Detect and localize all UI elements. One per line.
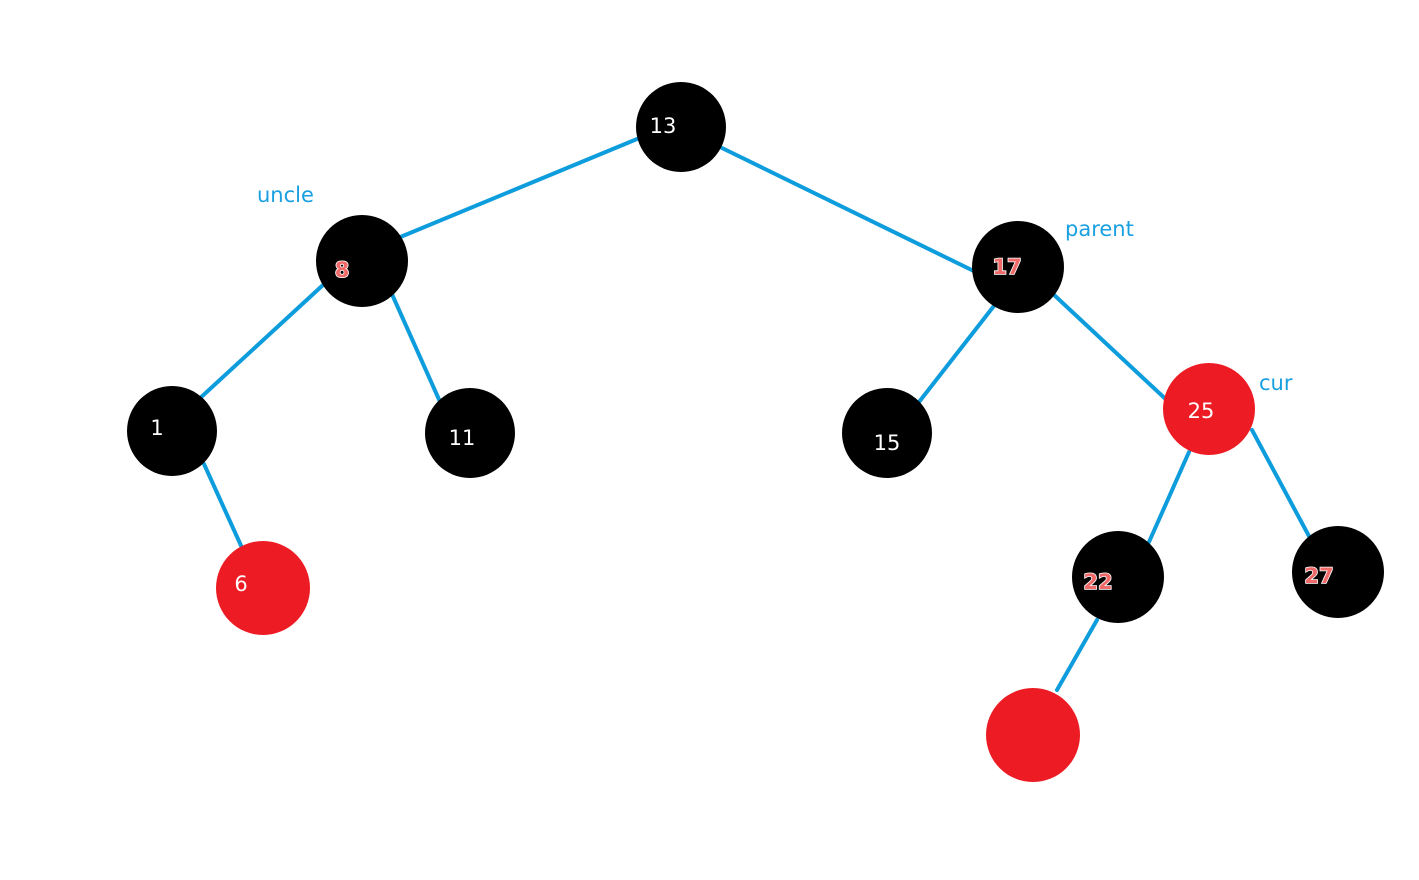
node-label-8: 8 xyxy=(335,258,350,282)
uncle-annotation: uncle xyxy=(257,183,314,207)
node-label-13: 13 xyxy=(650,114,677,138)
node-circle-8 xyxy=(316,215,408,307)
node-label-11: 11 xyxy=(449,426,476,450)
edge-n1-n6 xyxy=(202,462,245,552)
node-circle-25 xyxy=(1163,363,1255,455)
node-label-17: 17 xyxy=(992,255,1021,279)
edge-n13-n17 xyxy=(720,146,988,279)
tree-node-new xyxy=(986,688,1080,782)
edge-n17-n15 xyxy=(917,300,999,404)
node-circle-11 xyxy=(425,388,515,478)
edge-n22-nNew xyxy=(1055,618,1099,692)
node-label-25: 25 xyxy=(1188,399,1215,423)
tree-node-25: 25 xyxy=(1163,363,1255,455)
node-circle-15 xyxy=(842,388,932,478)
tree-node-1: 1 xyxy=(127,386,217,476)
tree-node-6: 6 xyxy=(216,541,310,635)
edge-n8-n1 xyxy=(196,283,325,402)
node-label-27: 27 xyxy=(1304,564,1333,588)
tree-node-15: 15 xyxy=(842,388,932,478)
node-circle-27 xyxy=(1292,526,1384,618)
node-circle-1 xyxy=(127,386,217,476)
tree-node-13: 13 xyxy=(636,82,726,172)
tree-node-8: 8 xyxy=(316,215,408,307)
tree-node-11: 11 xyxy=(425,388,515,478)
node-circle-17 xyxy=(972,221,1064,313)
tree-node-22: 22 xyxy=(1072,531,1164,623)
node-label-6: 6 xyxy=(234,572,247,596)
edge-n8-n11 xyxy=(389,290,443,406)
edge-n17-n25 xyxy=(1050,291,1174,407)
tree-node-17: 17 xyxy=(972,221,1064,313)
node-circle-22 xyxy=(1072,531,1164,623)
node-label-15: 15 xyxy=(874,431,901,455)
node-circle-13 xyxy=(636,82,726,172)
parent-annotation: parent xyxy=(1065,217,1134,241)
edge-n13-n8 xyxy=(396,137,639,240)
node-circle-new xyxy=(986,688,1080,782)
node-circle-6 xyxy=(216,541,310,635)
cur-annotation: cur xyxy=(1259,371,1293,395)
edge-n25-n22 xyxy=(1147,450,1191,544)
node-label-22: 22 xyxy=(1083,570,1112,594)
edge-n25-n27 xyxy=(1250,428,1312,540)
edges-layer xyxy=(196,137,1312,692)
tree-node-27: 27 xyxy=(1292,526,1384,618)
node-label-1: 1 xyxy=(150,416,163,440)
